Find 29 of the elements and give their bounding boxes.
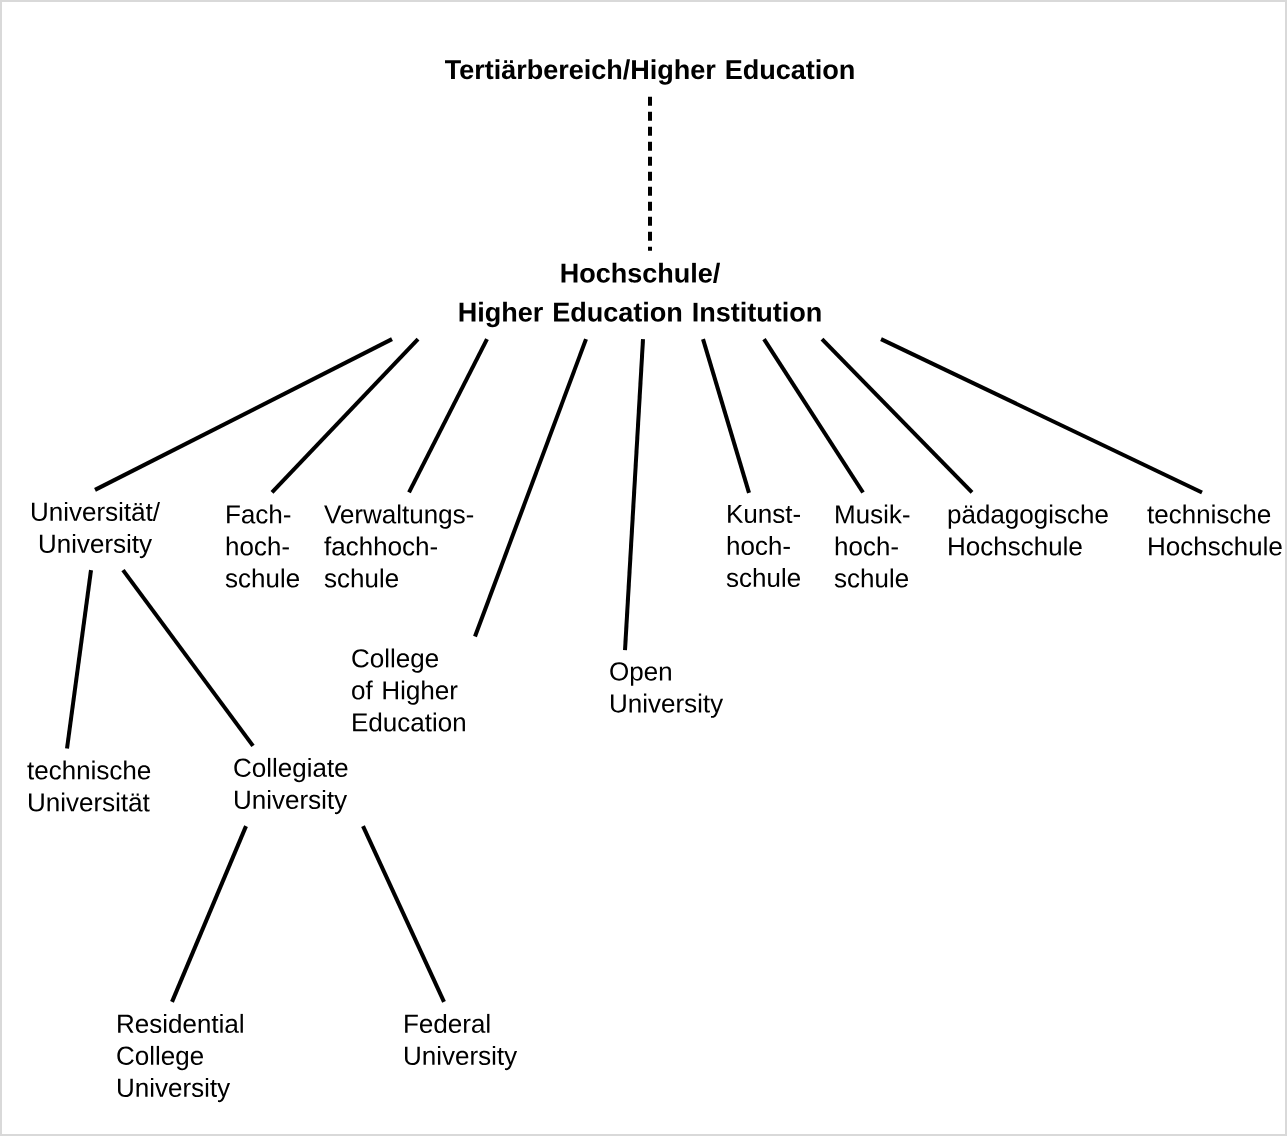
connector-line — [170, 825, 248, 1003]
node-label: Open University — [610, 662, 724, 718]
connector-line — [94, 337, 393, 492]
subheading: Hochschule/ Higher Education Institution — [459, 262, 821, 328]
connector-line — [820, 337, 974, 494]
connector-line — [121, 568, 255, 748]
connector-line — [701, 338, 751, 494]
node-label: pädagogische Hochschule — [948, 504, 1108, 556]
node-label: College of Higher Education — [352, 648, 465, 732]
connector-line — [65, 569, 93, 749]
node-label: Fach- hoch- schule — [225, 504, 299, 588]
connector-line — [623, 339, 645, 651]
connector-line — [648, 96, 652, 251]
connector-line — [762, 338, 865, 494]
node-label: Collegiate University — [234, 757, 348, 815]
node-label: Universität/ University — [32, 501, 160, 559]
node-label: Verwaltungs- fachhoch- schule — [324, 504, 474, 588]
connector-line — [880, 337, 1203, 495]
connector-line — [407, 338, 489, 494]
node-label: technische Hochschule — [1147, 504, 1282, 556]
connector-line — [361, 825, 446, 1003]
node-label: technische Universität — [27, 760, 151, 812]
node-label: Musik- hoch- schule — [834, 504, 910, 588]
node-label: Residential College University — [117, 1013, 243, 1103]
node-label: Kunst- hoch- schule — [726, 504, 800, 588]
heading: Tertiärbereich/Higher Education — [445, 59, 854, 85]
connector-line — [270, 337, 420, 494]
node-label: Federal University — [405, 1013, 518, 1071]
connector-line — [473, 338, 588, 638]
